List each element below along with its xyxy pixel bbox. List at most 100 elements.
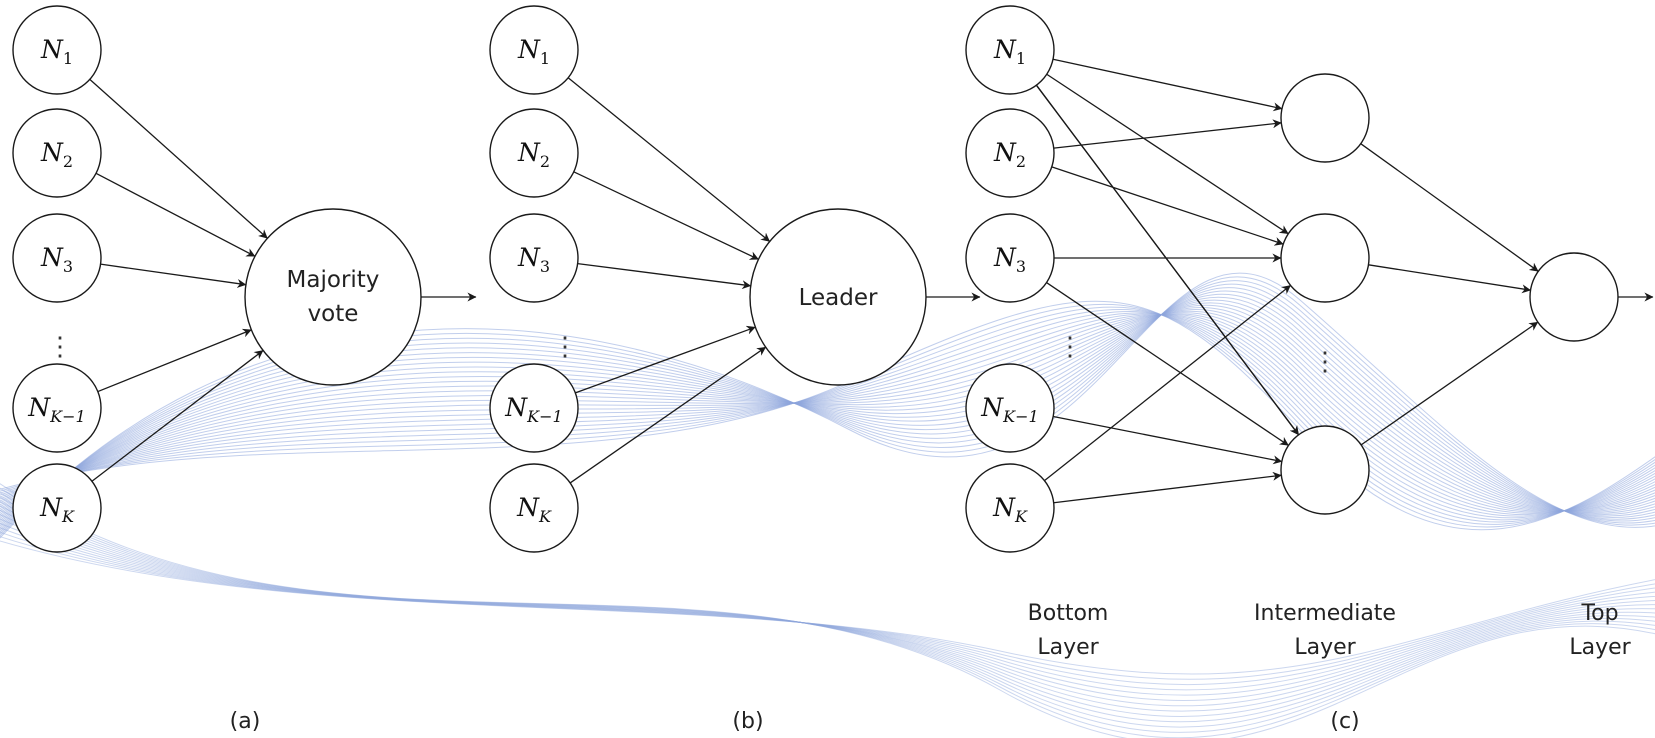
background-wave-line xyxy=(0,312,1655,519)
edges xyxy=(89,58,1654,504)
node-label: NK−1 xyxy=(504,393,562,426)
aggregator-label-line1: Majority xyxy=(287,267,380,293)
model-node: N1 xyxy=(12,5,102,95)
node-label: N1 xyxy=(517,35,550,68)
background-wave-line xyxy=(0,314,1655,514)
model-node: N2 xyxy=(489,108,579,198)
ellipsis-intermediate: ⋮ xyxy=(1312,347,1338,377)
background-wave-line xyxy=(0,314,1655,513)
caption-c: (c) xyxy=(1330,709,1359,734)
node-label: N3 xyxy=(993,243,1026,276)
node-label: N3 xyxy=(40,243,73,276)
edge-arrow xyxy=(1360,321,1539,446)
background-wave-line xyxy=(0,535,1655,680)
model-node: N3 xyxy=(489,213,579,303)
edge-arrow xyxy=(1053,415,1283,465)
background-wave-line xyxy=(0,513,1655,707)
background-wave-line xyxy=(0,303,1655,528)
intermediate-node xyxy=(1280,425,1370,515)
layer-label-top-1: Top xyxy=(1580,601,1618,626)
node-label: N1 xyxy=(40,35,73,68)
background-wave-line xyxy=(0,314,1655,515)
edge-arrow xyxy=(91,349,264,482)
ellipsis-c: ⋮ xyxy=(1057,332,1083,362)
background-wave-line xyxy=(0,487,1655,738)
intermediate-nodes xyxy=(1280,73,1619,515)
background-wave-line xyxy=(0,500,1655,723)
edge-arrow xyxy=(1368,264,1531,294)
layer-label-intermediate-1: Intermediate xyxy=(1254,601,1396,626)
background-wave-line xyxy=(0,509,1655,712)
aggregator-label-line2: vote xyxy=(308,301,359,327)
node-label: NK xyxy=(39,493,75,526)
layer-label-bottom-1: Bottom xyxy=(1028,601,1109,626)
model-node: NK−1 xyxy=(965,363,1055,453)
background-wave-line xyxy=(0,310,1655,514)
model-node: N3 xyxy=(965,213,1055,303)
edge-arrow xyxy=(575,325,756,394)
background-wave-line xyxy=(0,518,1655,701)
node-label: N2 xyxy=(517,138,550,171)
model-node: NK xyxy=(965,463,1055,553)
intermediate-node xyxy=(1280,73,1370,163)
background-wave-line xyxy=(0,306,1655,525)
background-wave-line xyxy=(0,527,1655,691)
background-wave-line xyxy=(0,540,1655,675)
model-node: NK xyxy=(12,463,102,553)
leader-node: Leader xyxy=(749,208,927,386)
model-node: N2 xyxy=(12,108,102,198)
edge-arrow xyxy=(1044,284,1291,482)
background-wave-line xyxy=(0,496,1655,728)
edge-arrow xyxy=(1046,282,1289,446)
caption-a: (a) xyxy=(230,709,261,734)
edge-arrow xyxy=(1035,84,1300,436)
model-node: NK−1 xyxy=(12,363,102,453)
edge-arrow xyxy=(1053,471,1282,504)
node-label: N2 xyxy=(40,138,73,171)
edge-arrow xyxy=(95,172,256,257)
background-wave-line xyxy=(0,313,1655,517)
layer-label-top-2: Layer xyxy=(1569,635,1631,660)
background-wave-line xyxy=(0,491,1655,733)
model-node: NK xyxy=(489,463,579,553)
node-label: N3 xyxy=(517,243,550,276)
node-label: N2 xyxy=(993,138,1026,171)
ellipsis-b: ⋮ xyxy=(552,332,578,362)
leader-label: Leader xyxy=(799,285,878,311)
edge-arrow xyxy=(89,78,268,239)
background-wave-line xyxy=(0,312,1655,512)
background-wave-line xyxy=(0,522,1655,696)
ellipsis-a: ⋮ xyxy=(47,332,73,362)
layer-label-bottom-2: Layer xyxy=(1037,635,1099,660)
edge-arrow xyxy=(1360,143,1539,272)
background-wave-line xyxy=(0,313,1655,513)
edge-arrow xyxy=(577,262,752,290)
background-wave-line xyxy=(0,310,1655,521)
edge-arrow xyxy=(573,171,759,260)
background-wave-line xyxy=(0,307,1655,518)
node-label: N1 xyxy=(993,35,1026,68)
model-node: N1 xyxy=(489,5,579,95)
caption-b: (b) xyxy=(732,709,763,734)
model-node: N1 xyxy=(965,5,1055,95)
top-node xyxy=(1529,252,1619,342)
background-wave-line xyxy=(0,309,1655,523)
model-node: NK−1 xyxy=(489,363,579,453)
edge-arrow xyxy=(1046,73,1289,235)
edge-arrow xyxy=(1051,166,1284,246)
model-node: N3 xyxy=(12,213,102,303)
intermediate-node xyxy=(1280,213,1370,303)
edge-arrow xyxy=(567,77,771,243)
background-wave-line xyxy=(0,300,1655,531)
background-wave-line xyxy=(0,482,1655,738)
node-label: NK−1 xyxy=(980,393,1038,426)
node-label: NK xyxy=(516,493,552,526)
majority-vote-node: Majority vote xyxy=(244,208,422,386)
background-wave-line xyxy=(0,304,1655,520)
node-label: NK−1 xyxy=(27,393,85,426)
edge-arrow xyxy=(97,328,252,393)
edge-arrow xyxy=(569,346,767,484)
